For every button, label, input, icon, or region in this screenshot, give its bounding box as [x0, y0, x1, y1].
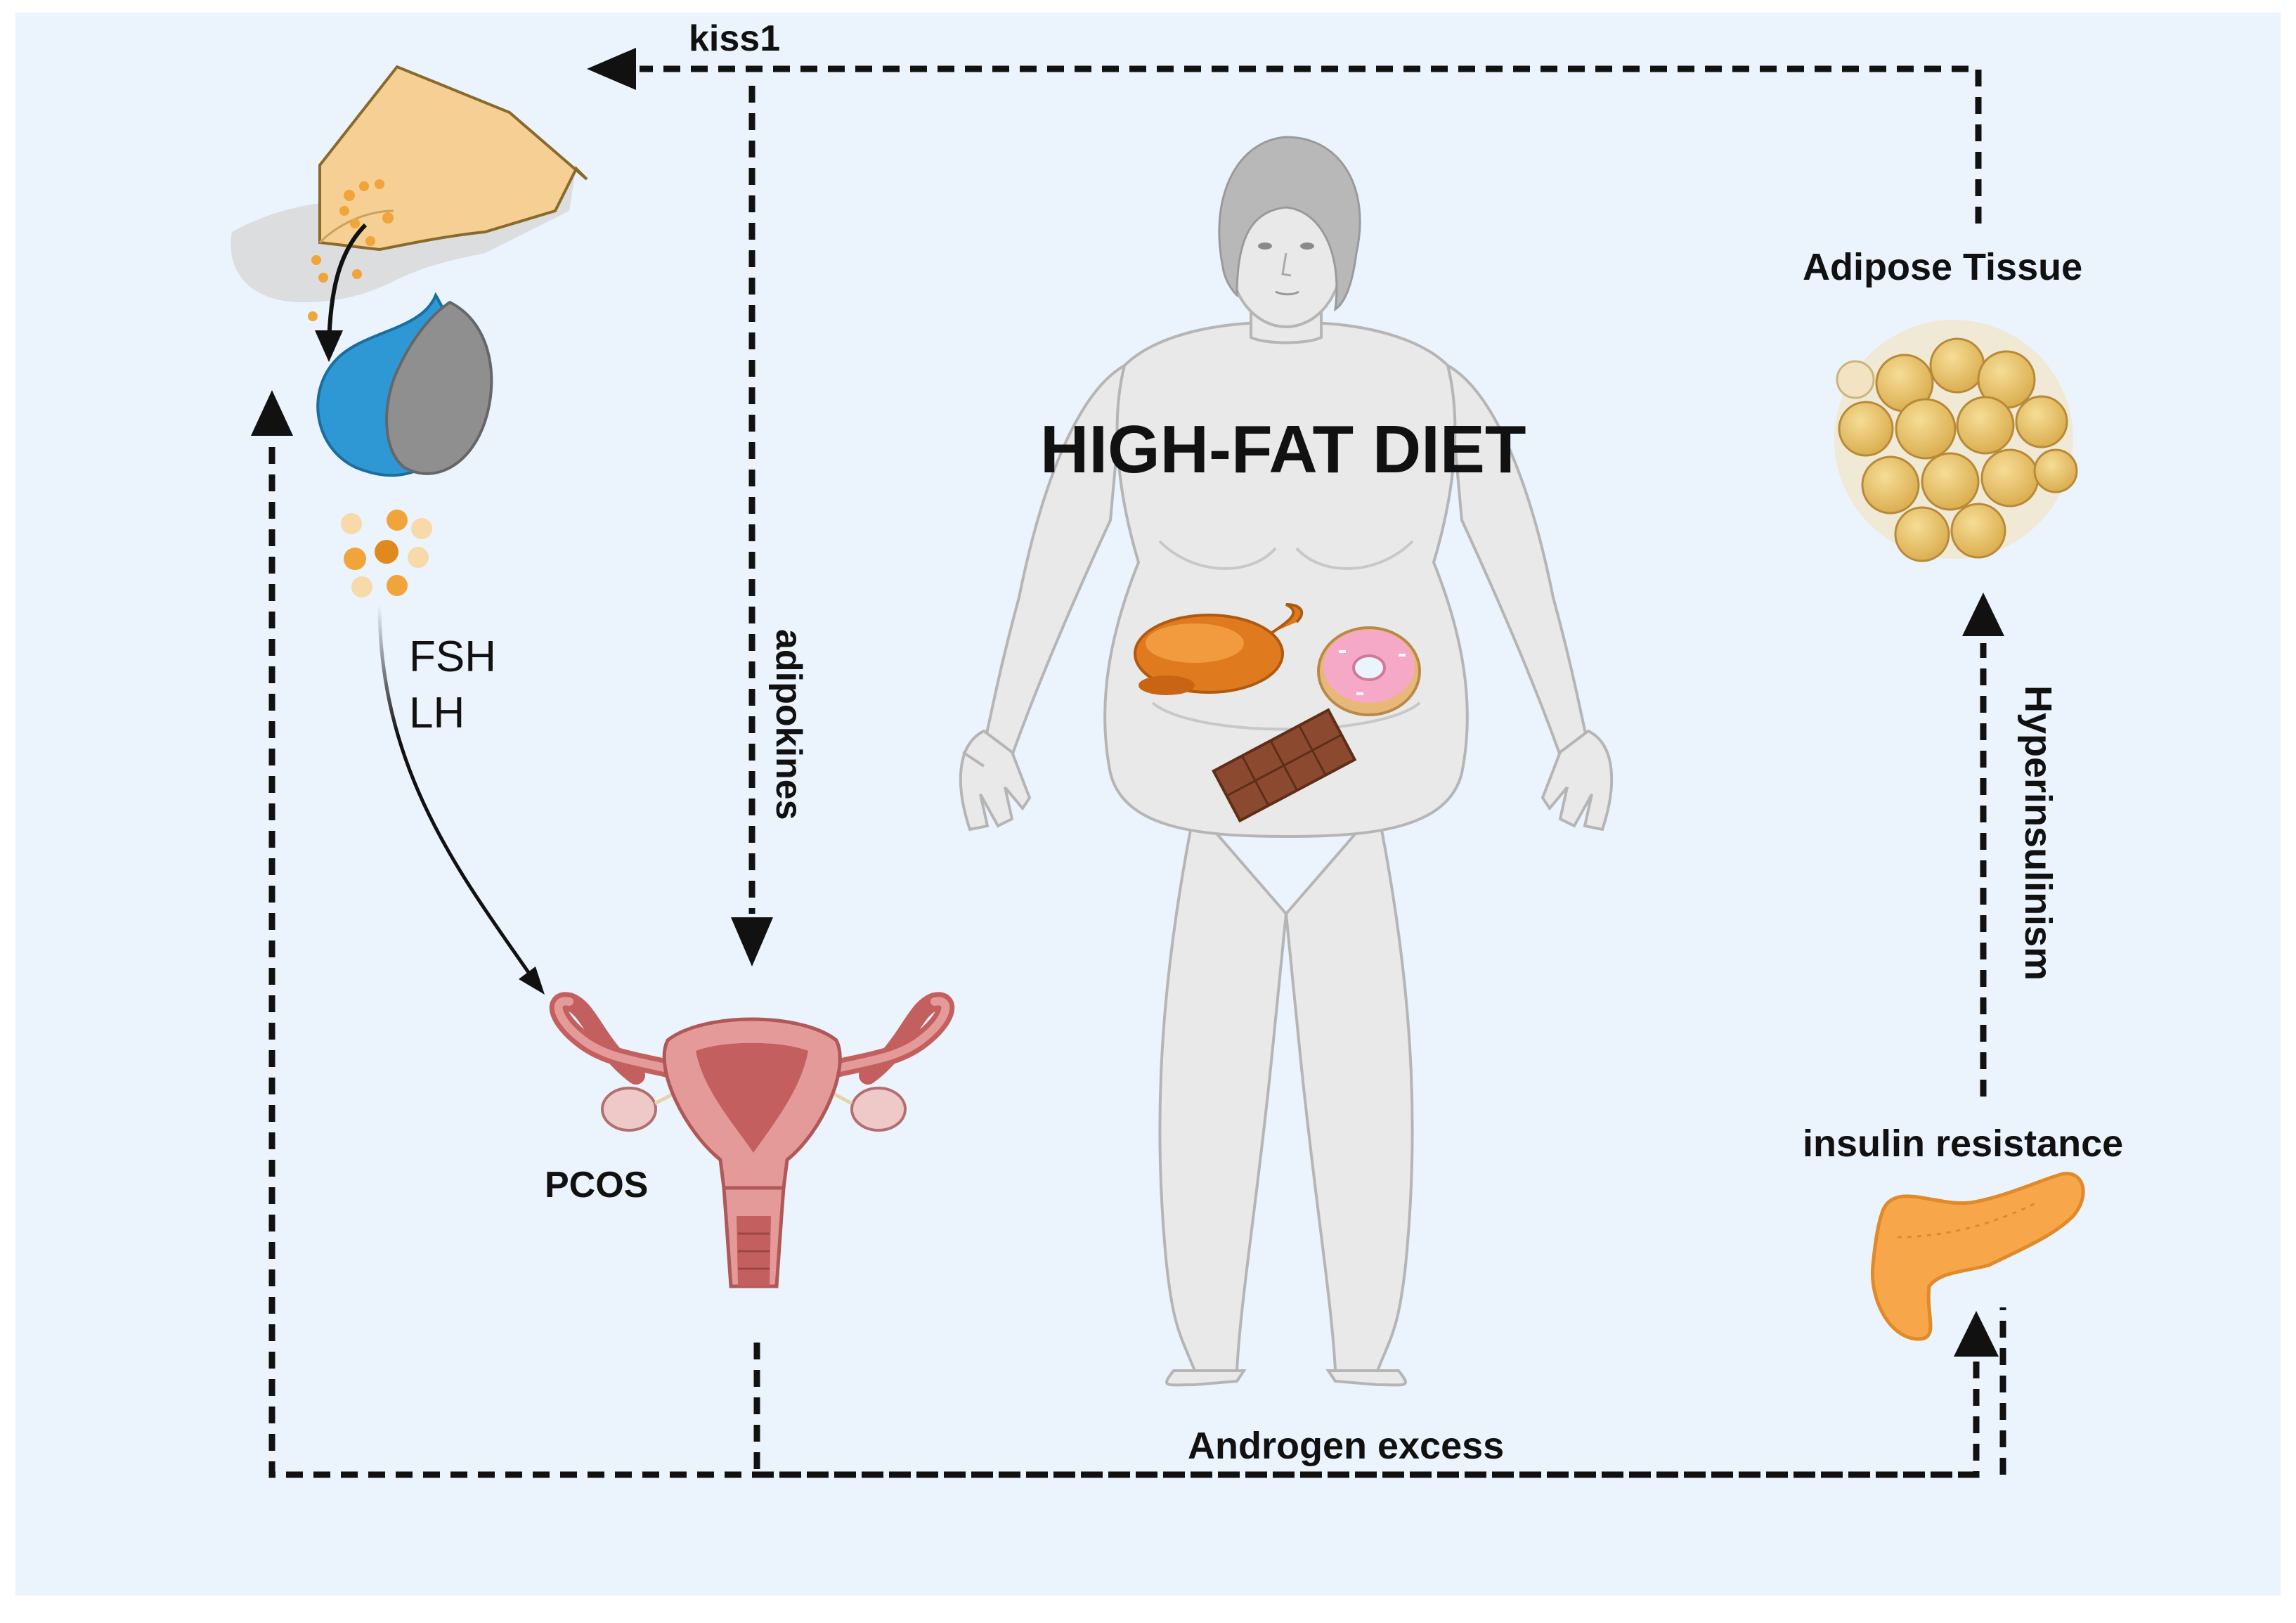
androgen-to-pancreas-arrow	[757, 1360, 1980, 1478]
lh-label: LH	[409, 689, 465, 737]
pcos-label: PCOS	[545, 1165, 648, 1205]
adipokines-arrowhead	[731, 917, 773, 966]
chocolate-bar-icon	[1212, 708, 1357, 823]
adipose-tissue-label: Adipose Tissue	[1803, 246, 2082, 288]
fsh-lh-arrowhead	[519, 966, 545, 995]
pituitary-arrowhead	[251, 390, 293, 436]
adipokines-label: adipokines	[768, 629, 809, 820]
hyperinsulinism-arrowhead	[1962, 593, 2004, 636]
donut-icon	[1317, 626, 1421, 716]
kiss1-label: kiss1	[689, 18, 780, 59]
page-title: HIGH-FAT DIET	[1040, 412, 1526, 487]
kiss1-arrow	[640, 65, 1982, 224]
roast-chicken-icon	[1134, 603, 1304, 695]
pancreas-icon	[1870, 1172, 2085, 1341]
fsh-label: FSH	[409, 633, 496, 681]
androgen-to-pituitary-arrow	[268, 439, 1975, 1478]
hypothalamus-pituitary-icon	[231, 65, 588, 477]
hyperinsulinism-label: Hyperinsulinism	[2017, 685, 2059, 981]
hormone-granules-icon	[341, 510, 432, 597]
insulin-resistance-label: insulin resistance	[1803, 1123, 2123, 1165]
kiss1-arrowhead	[587, 48, 636, 90]
fsh-lh-arrow	[377, 604, 536, 982]
uterus-ovaries-icon	[549, 992, 955, 1288]
androgen-excess-label: Androgen excess	[1188, 1425, 1504, 1467]
adipose-tissue-icon	[1834, 320, 2078, 562]
pancreas-arrowhead	[1954, 1311, 1999, 1357]
